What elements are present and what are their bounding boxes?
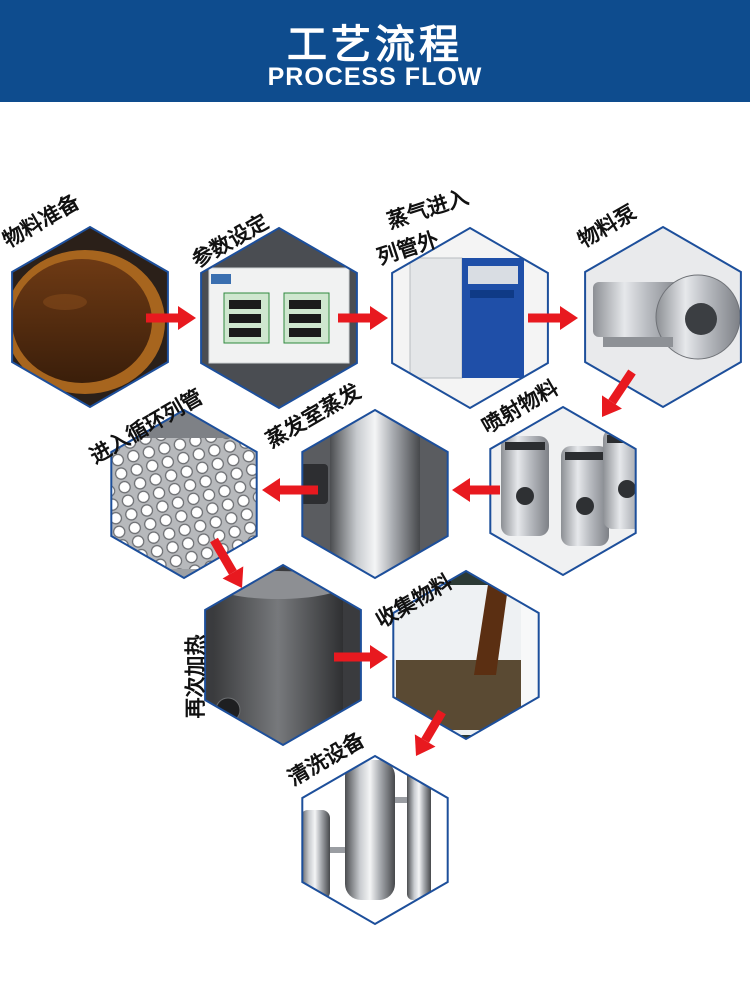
liquid-collection-tank [393, 571, 539, 739]
stainless-pump [585, 227, 741, 407]
flow-arrow-3 [528, 306, 578, 330]
step-8-label: 再次加热 [183, 634, 208, 719]
flow-arrow-9 [414, 709, 446, 756]
flow-arrow-2 [338, 306, 388, 330]
step-6-hexagon [301, 408, 449, 580]
step-7-hexagon [110, 408, 258, 580]
step-10-hexagon [301, 754, 449, 926]
flow-arrow-4 [602, 369, 636, 417]
step-5-hexagon [489, 405, 637, 577]
flow-arrow-6 [262, 478, 318, 502]
header-banner: 工艺流程 PROCESS FLOW [0, 0, 750, 102]
page-title: 工艺流程 [287, 22, 463, 68]
step-9-hexagon [392, 569, 540, 741]
step-1-hexagon [11, 225, 169, 409]
flow-arrow-7 [210, 537, 244, 588]
flow-arrow-1 [146, 306, 196, 330]
page-subtitle: PROCESS FLOW [267, 63, 483, 91]
flow-arrow-5 [452, 478, 500, 502]
flow-arrow-8 [334, 645, 388, 669]
step-4-hexagon [584, 225, 742, 409]
step-3-hexagon [391, 226, 549, 410]
step-2-hexagon [200, 226, 358, 410]
